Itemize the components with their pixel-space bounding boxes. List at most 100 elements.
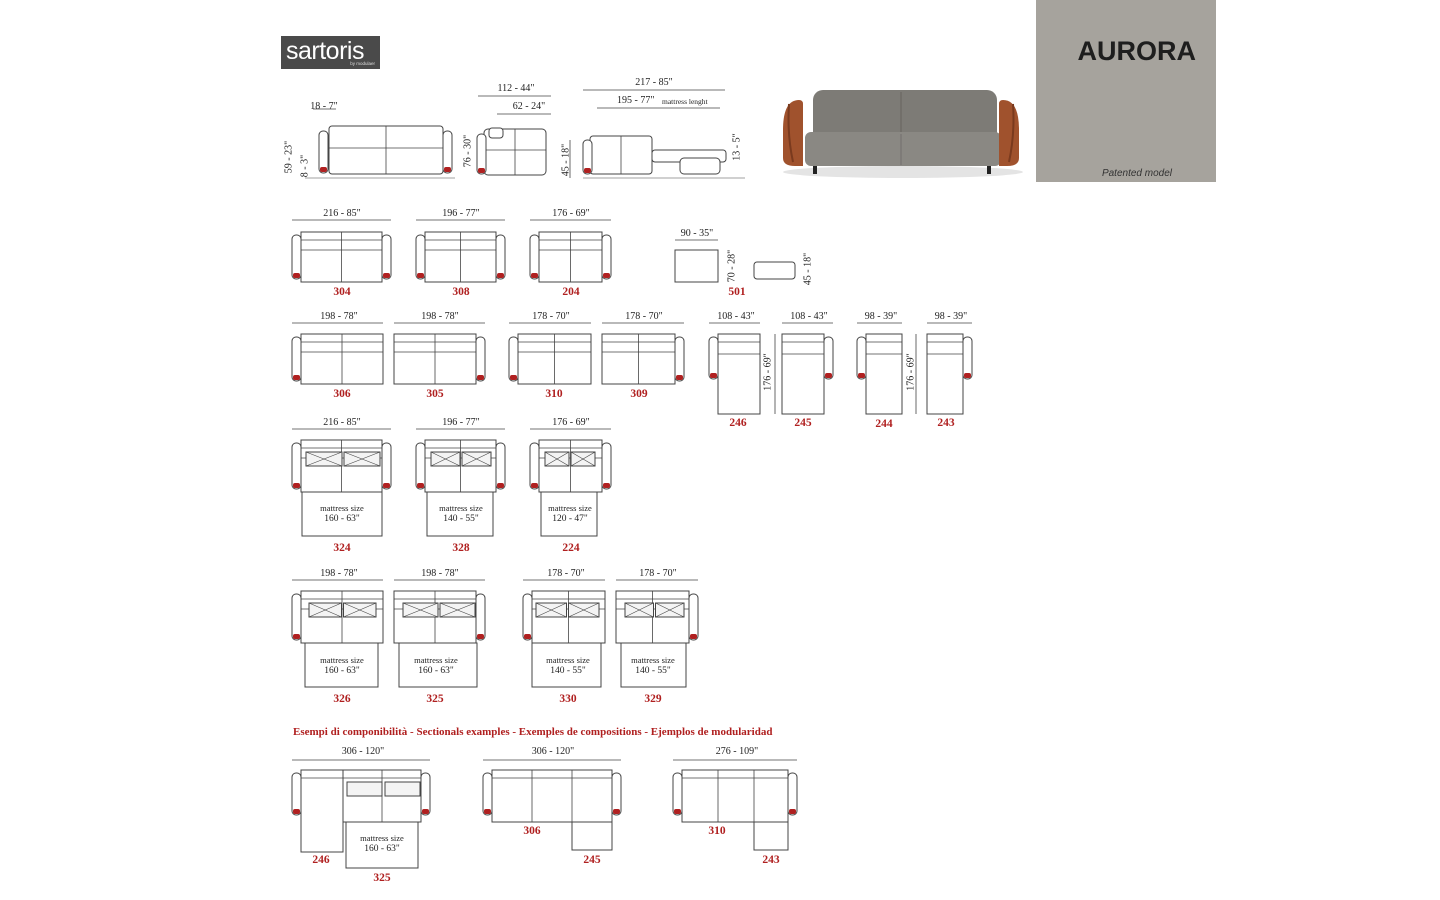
sofa-305-arm-right-tip: [477, 375, 484, 380]
code-204: 204: [562, 286, 580, 298]
pouf-height: 45 - 18": [802, 252, 814, 286]
chaise-245-arm: [823, 336, 834, 380]
ex2-arm-left-tip: [484, 809, 491, 814]
bed-325-pillow-fold: [402, 602, 439, 618]
bed-325-arm-right-tip: [477, 634, 484, 639]
chaise-243-body: [926, 333, 964, 415]
pouf-top: [674, 249, 719, 283]
bed-330-arm-left-tip: [524, 634, 531, 639]
bed-324-mattress: [301, 491, 383, 537]
ex2-chaise: [571, 821, 613, 851]
chaise-244-body: [865, 333, 903, 415]
sofa-304-arm-right-tip: [383, 273, 390, 278]
code-324: 324: [333, 542, 351, 554]
height-dim: 59 - 23": [283, 140, 295, 174]
seat-dim: 8 - 3": [299, 154, 311, 178]
code-224: 224: [562, 542, 580, 554]
bed-324-arm-right-tip: [383, 483, 390, 488]
code-310: 310: [545, 388, 563, 400]
sofa-photo: [783, 90, 1023, 178]
sofa-304-arm-left-tip: [293, 273, 300, 278]
dim-243: 98 - 39": [934, 311, 968, 322]
ex1-arm-left: [291, 772, 302, 816]
sofa-306-arm-left-tip: [293, 375, 300, 380]
front-arm-left: [318, 130, 329, 174]
bed-324-arm-right: [381, 442, 392, 490]
sofa-308-arm-left: [415, 234, 426, 280]
code-326: 326: [333, 693, 351, 705]
front-arm-right: [442, 130, 453, 174]
brand-sub: by modulaer: [350, 61, 375, 66]
bed-326-arm-left-tip: [293, 634, 300, 639]
sofa-204-arm-left-tip: [531, 273, 538, 278]
bed-328-arm-right: [495, 442, 506, 490]
chaise-245-body: [781, 333, 825, 415]
code-309: 309: [630, 388, 648, 400]
bed-326-mattress: [304, 642, 379, 688]
bed-326-pillow-fold: [343, 602, 377, 618]
ex1-arm-right-tip: [422, 809, 429, 814]
pouf-depth: 70 - 28": [726, 249, 738, 283]
dim-244: 98 - 39": [864, 311, 898, 322]
ex2-arm-right: [611, 772, 622, 816]
sofa-309-arm-right-tip: [676, 375, 683, 380]
bed-330-arm-left: [522, 593, 533, 641]
chaise-243-arm: [962, 336, 973, 380]
ex1-mattress: [345, 821, 419, 869]
depth-open-dim: 112 - 44": [497, 83, 535, 94]
patent-note: Patented model: [1101, 168, 1172, 179]
sofa-204-arm-right-tip: [603, 273, 610, 278]
dim-204: 176 - 69": [552, 208, 590, 219]
bed-224-pillow-fold: [544, 451, 570, 467]
dim-246: 108 - 43": [717, 311, 755, 322]
seat-height-dim: 45 - 18": [560, 143, 572, 177]
dim-328: 196 - 77": [442, 417, 480, 428]
code-330: 330: [559, 693, 577, 705]
chaise-246-arm-tip: [710, 373, 717, 378]
bed-326-arm-left: [291, 593, 302, 641]
sofa-308-arm-right: [495, 234, 506, 280]
brand-name: sartoris: [286, 37, 364, 65]
code-501: 501: [728, 286, 746, 298]
chaise-246-body: [717, 333, 761, 415]
chaise-243-arm-tip: [964, 373, 971, 378]
sofa-309-arm-right: [674, 336, 685, 382]
dim-324: 216 - 85": [323, 417, 361, 428]
bed-328-pillow-fold: [461, 451, 492, 467]
ex3-arm-right-tip: [789, 809, 796, 814]
bed-224-arm-right-tip: [603, 483, 610, 488]
dim-310: 178 - 70": [532, 311, 570, 322]
code-325: 325: [426, 693, 444, 705]
bed-324-pillow-fold: [343, 451, 381, 467]
bed-329-arm-right-tip: [690, 634, 697, 639]
back-height-dim: 76 - 30": [462, 134, 474, 168]
ex2-arm-left: [482, 772, 493, 816]
ex2-code-b: 245: [583, 854, 601, 866]
code-304: 304: [333, 286, 351, 298]
code-244: 244: [875, 418, 893, 430]
front-arm-left-tip: [320, 167, 327, 172]
ex3-arm-right: [787, 772, 798, 816]
pouf-side: [753, 261, 796, 280]
code-243: 243: [937, 417, 955, 429]
code-329: 329: [644, 693, 662, 705]
bed-329-mattress: [620, 642, 687, 688]
dim-224: 176 - 69": [552, 417, 590, 428]
sofa-308-arm-right-tip: [497, 273, 504, 278]
bed-329-arm-right: [688, 593, 699, 641]
code-308: 308: [452, 286, 470, 298]
code-305: 305: [426, 388, 444, 400]
sofa-304-arm-left: [291, 234, 302, 280]
product-title: AURORA: [1077, 36, 1197, 66]
ex3-code-a: 310: [708, 825, 726, 837]
bed-328-arm-right-tip: [497, 483, 504, 488]
product-panel: AURORA Patented model: [1036, 0, 1216, 182]
mattress-label: mattress lenght: [662, 97, 708, 106]
ex3-arm-left: [672, 772, 683, 816]
dim-245: 108 - 43": [790, 311, 828, 322]
bed-328-mattress: [426, 491, 494, 537]
sofa-306-arm-left: [291, 336, 302, 382]
